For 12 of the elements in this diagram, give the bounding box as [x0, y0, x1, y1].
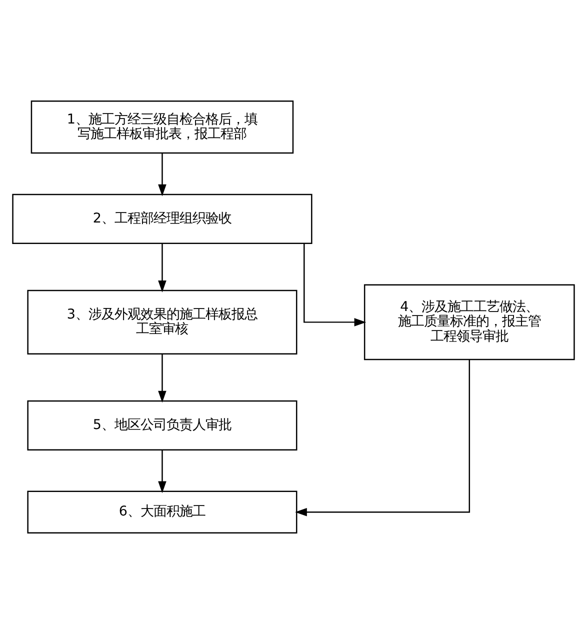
node-box: 5、地区公司负责人审批: [27, 400, 298, 450]
arrow: [158, 153, 166, 196]
node-box: 2、工程部经理组织验收: [12, 194, 312, 244]
node-box: 6、大面积施工: [27, 490, 298, 534]
node-box: 4、涉及施工工艺做法、施工质量标准的，报主管工程领导审批: [364, 284, 575, 360]
arrow: [158, 354, 166, 403]
arrow: [304, 243, 366, 326]
node-box: 3、涉及外观效果的施工样板报总工室审核: [27, 290, 298, 354]
arrow: [158, 243, 166, 292]
arrow: [158, 450, 166, 494]
node-box: 1、施工方经三级自检合格后，填写施工样板审批表，报工程部: [30, 100, 294, 154]
arrow: [295, 360, 470, 516]
